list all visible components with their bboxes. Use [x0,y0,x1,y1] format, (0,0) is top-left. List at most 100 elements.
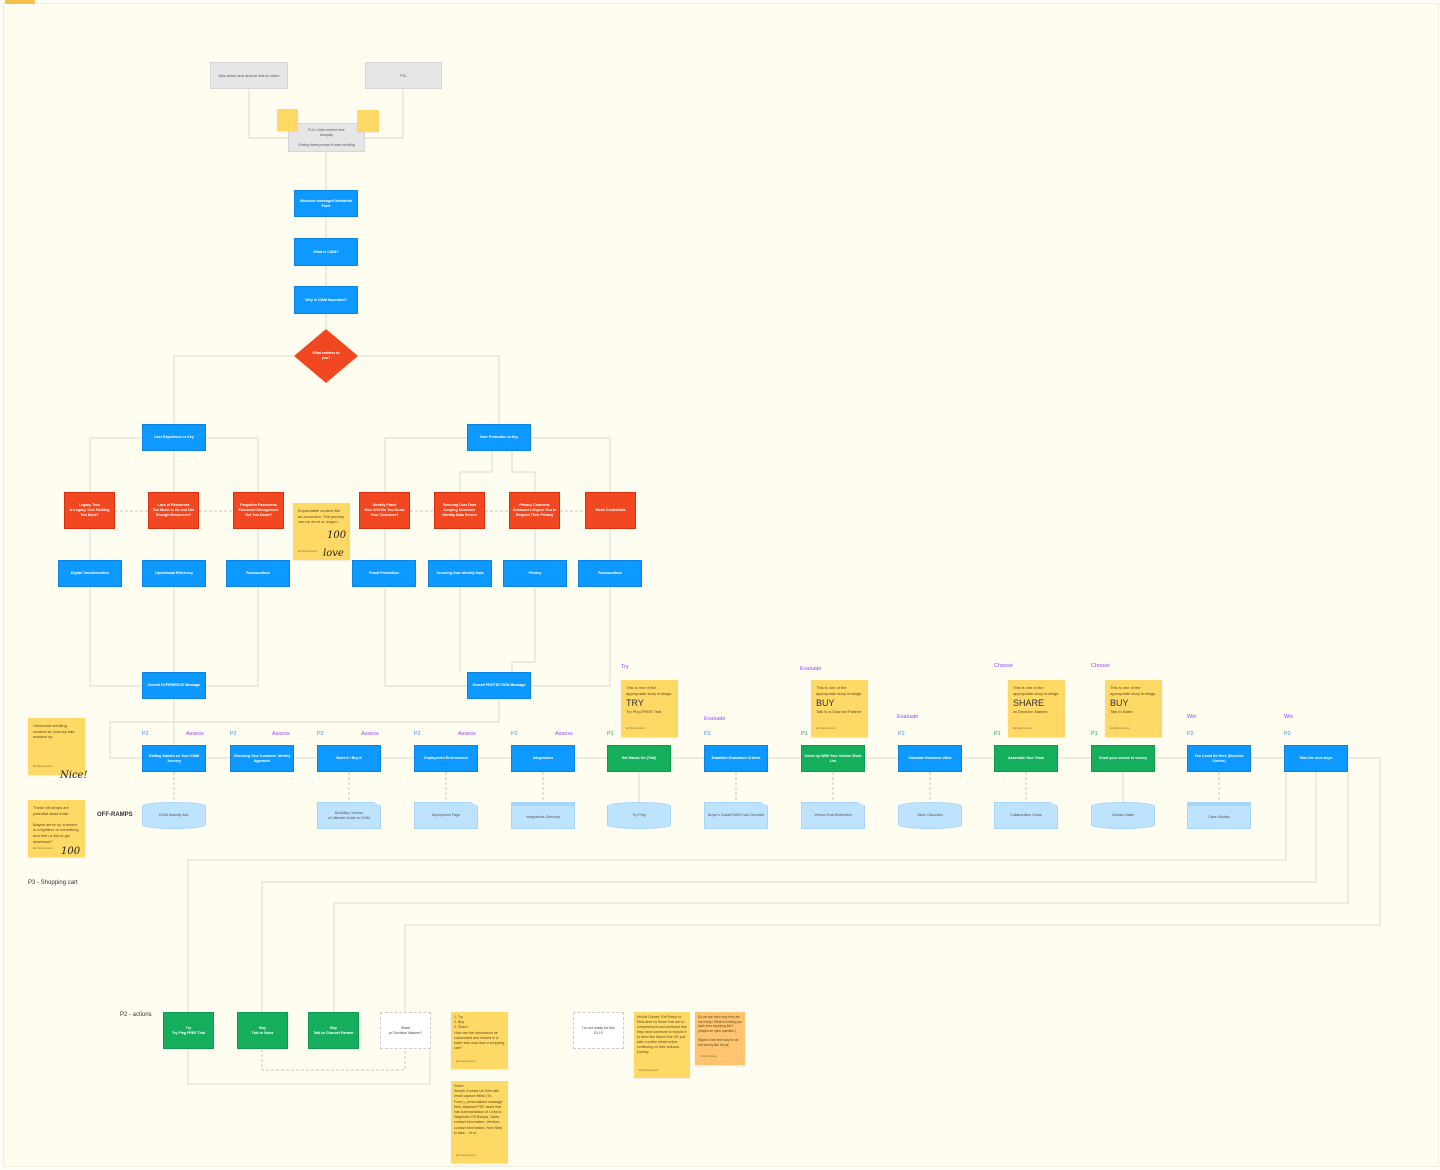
journey-step[interactable]: You Could Be Here (Success Stories) [1187,745,1251,772]
note-text: This is one of the appropriate story end… [816,685,863,696]
offramp-document[interactable]: Build/Buy Section of Ultimate Guide to C… [317,802,381,829]
decision-diamond[interactable]: What matters to you? [294,329,358,383]
journey-step[interactable]: Integrations [511,745,575,772]
ending-sticky-share[interactable]: This is one of the appropriate story end… [1008,680,1065,737]
stage-label: Assess [458,731,476,737]
what-is-ciam-node[interactable]: What is CIAM? [294,238,358,266]
offramp-folder[interactable]: Integrations Directory [511,802,575,829]
ending-detail: w/ Decision Makers [1013,709,1048,715]
sticky-note-expandable[interactable]: Expandable content like an accordion. Th… [293,503,350,560]
stage-label: Win [1284,714,1294,720]
journey-step[interactable]: Take the next steps [1284,745,1348,772]
why-ciam-node[interactable]: Why is CIAM Important? [294,286,358,314]
offramp-database[interactable]: Try Ping [607,802,671,829]
hundred-sticker: 100 [61,846,81,857]
topic-node[interactable]: Passwordless [226,560,290,587]
topic-node[interactable]: Digital Transformation [58,560,122,587]
offramp-document[interactable]: Buyer's Guide/CIAM Eval Checklist [704,802,768,829]
note-author: Ed Nepomuceno [33,765,53,769]
priority-label: P2 [511,731,518,737]
note-author: Ed Nepomuceno [298,550,318,554]
pain-point-node[interactable]: Lack of Resources Too Much to Do and Not… [148,492,199,529]
pain-point-node[interactable]: Forgotten Passwords Password Management … [233,492,284,529]
sticky-note-ask[interactable]: Do we ask them why they are not ready? W… [695,1012,745,1065]
action-buy-partner[interactable]: Buy Talk to Channel Partner [308,1012,359,1049]
pain-point-node[interactable]: Weak Credentials [585,492,636,529]
ending-sticky-buy-partner[interactable]: This is one of the appropriate story end… [811,680,868,737]
decision-label: What matters to you? [312,351,340,360]
offramp-database[interactable]: CIAM Maturity Ass. [142,802,206,829]
ux-key-node[interactable]: User Experience is Key [142,424,206,451]
journey-step[interactable]: Establish Evaluation Criteria [704,745,768,772]
welcome-node[interactable]: Welcome message/Orientation Point [294,190,358,217]
pain-point-node[interactable]: Privacy Concerns Customers Expect You to… [509,492,560,529]
protection-key-node[interactable]: User Protection is Key [467,424,531,451]
journey-step[interactable]: Getting Started on Your CIAM Journey [142,745,206,772]
priority-label: P2 [704,731,711,737]
note-text: Horizontal scrolling content as Journey … [33,723,75,740]
note-author: Ed Nepomuceno [816,727,836,731]
pain-point-node[interactable]: Legacy Tech Is Legacy Tech Holding You B… [64,492,115,529]
sticky-note-small[interactable] [357,110,379,132]
sticky-note-small[interactable] [277,109,298,131]
journey-step[interactable]: Calculate Business Value [898,745,962,772]
journey-step[interactable]: Get Hands On (Trial) [607,745,671,772]
priority-label: P1 [607,731,614,737]
ending-sticky-buy-sales[interactable]: This is one of the appropriate story end… [1105,680,1162,737]
topic-node[interactable]: Fraud Prevention [352,560,416,587]
offramp-folder[interactable]: Case Studies [1187,802,1251,829]
offramp-document[interactable]: Collaboration Guide [994,802,1058,829]
note-text: HotJar Survey: Exit Ramp to Rest Area fo… [637,1015,687,1054]
note-author: Ed Nepomuceno [33,847,53,851]
hundred-sticker: 100 [327,530,347,541]
sticky-note-offramps[interactable]: These off-ramps are potential dead ends.… [28,800,85,857]
shopping-cart-heading: P3 - Shopping cart [28,880,78,886]
sticky-note-hotjar[interactable]: HotJar Survey: Exit Ramp to Rest Area fo… [634,1012,690,1078]
sticky-note-horizontal[interactable]: Horizontal scrolling content as Journey … [28,718,85,775]
not-ready-box[interactable]: I'm not ready for this ELI 5 [573,1012,624,1049]
offramp-database[interactable]: Value Calculator [898,802,962,829]
video-embed-box[interactable]: FULL video embed here Autoplay Ending fr… [288,123,365,152]
ads-video-box[interactable]: Ads direct and anchor link to video [210,62,288,89]
ending-detail: Talk to a Channel Partner [816,709,862,715]
nice-sticker: Nice! [60,770,88,781]
action-try[interactable]: Try Try Ping FREE Trial [163,1012,214,1049]
journey-step[interactable]: Assemble Your Team [994,745,1058,772]
note-author: Ed Nepomuceno [456,1059,476,1063]
topic-node[interactable]: Passwordless [578,560,642,587]
stage-label: Try [621,664,629,670]
solid-connectors [89,89,1381,1085]
priority-label: P1 [994,731,1001,737]
action-share[interactable]: Share w/ Decision Makers? [380,1012,431,1049]
overall-protection-node[interactable]: Overall PROTECTION Message [467,672,531,699]
note-author: Ed Nepomuceno [626,727,646,731]
sticky-note-steps[interactable]: 1. Try 2. Buy 3. Share: How can the info… [451,1012,508,1069]
journey-step[interactable]: Chart your course to victory [1091,745,1155,772]
offramp-document[interactable]: Deployment Page [414,802,478,829]
priority-label: P2 [414,731,421,737]
journey-step[interactable]: Build It / Buy It [317,745,381,772]
pic-box[interactable]: PIC [365,62,442,89]
action-buy-sales[interactable]: Buy Talk to Sales [237,1012,288,1049]
journey-step[interactable]: Deployment Environment [414,745,478,772]
priority-label: P2 [1187,731,1194,737]
offramp-document[interactable]: Vendor Eval Worksheet [801,802,865,829]
ending-word: BUY [816,698,835,709]
note-text: These off-ramps are potential dead ends.… [33,805,79,844]
topic-node[interactable]: Operational Efficiency [142,560,206,587]
topic-node[interactable]: Securing User Identity Data [428,560,492,587]
sticky-note-share[interactable]: Share: Simple Contact Us form with email… [451,1081,508,1163]
pain-point-node[interactable]: Identity Fraud How Well Do You Know Your… [359,492,410,529]
note-text: Expandable content like an accordion. Th… [298,508,345,525]
section-tag [5,0,35,4]
ending-sticky-try[interactable]: This is one of the appropriate story end… [621,680,678,737]
note-text: Share: Simple Contact Us form with email… [454,1084,503,1135]
journey-step[interactable]: Come Up With Your Vendor Short List [801,745,865,772]
stage-label: Evaluate [704,716,726,722]
journey-step[interactable]: Choosing Your Customer Identity Approach [230,745,294,772]
pain-point-node[interactable]: Securing User Data Keeping Customer Iden… [434,492,485,529]
topic-node[interactable]: Privacy [503,560,567,587]
offramp-database[interactable]: Contact Sales [1091,802,1155,829]
priority-label: P1 [1091,731,1098,737]
overall-experience-node[interactable]: Overall EXPERIENCE Message [142,672,206,699]
